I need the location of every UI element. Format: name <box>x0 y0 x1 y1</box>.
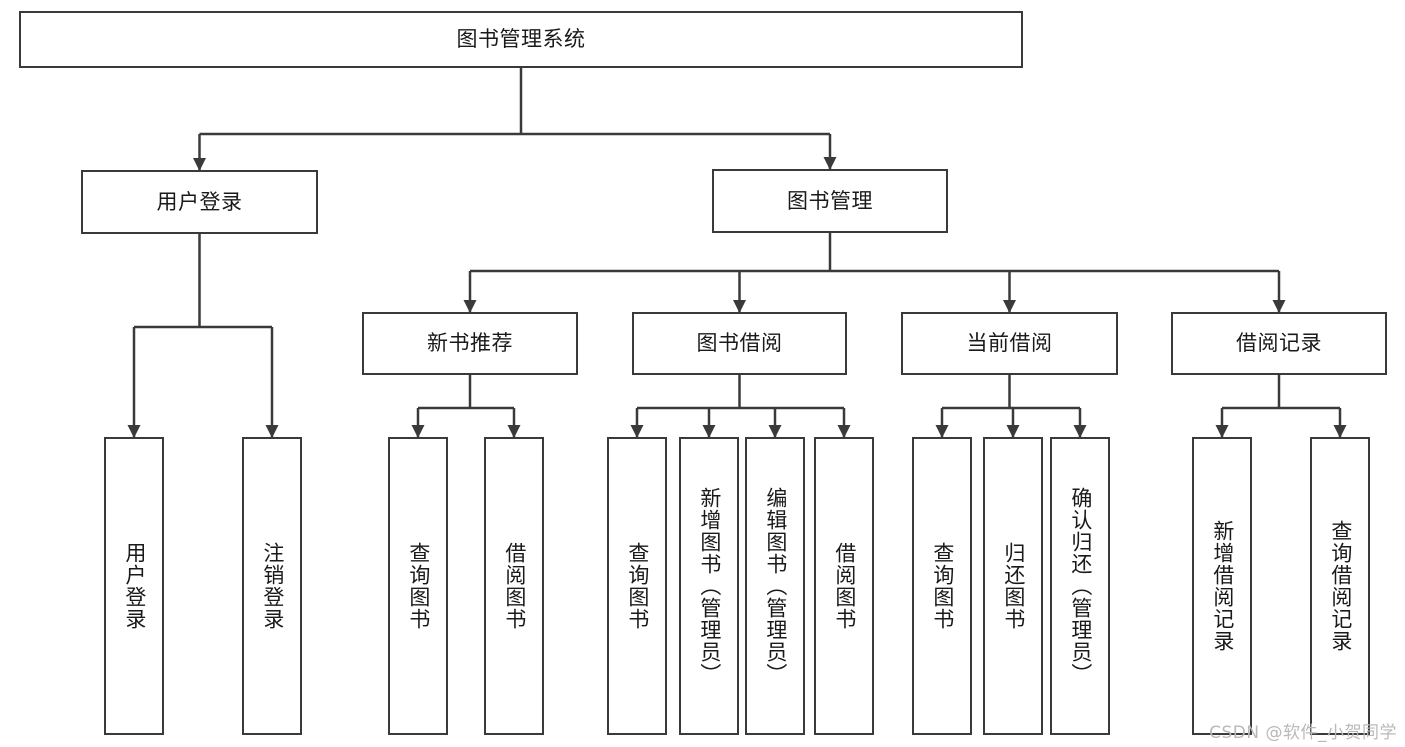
node-label: 新增借阅记录 <box>1210 520 1235 652</box>
node-label: 新书推荐 <box>427 331 513 355</box>
node-bookmgmt[interactable]: 图书管理 <box>712 169 948 233</box>
node-label: 借阅图书 <box>832 542 857 630</box>
node-label: 新增图书（管理员） <box>697 487 722 685</box>
node-label: 查询借阅记录 <box>1328 520 1353 652</box>
node-label: 用户登录 <box>156 189 243 214</box>
node-l-add[interactable]: 新增图书（管理员） <box>679 437 739 735</box>
node-label: 查询图书 <box>406 542 431 630</box>
node-l-q2[interactable]: 查询图书 <box>607 437 667 735</box>
node-l-login[interactable]: 用户登录 <box>104 437 164 735</box>
node-label: 注销登录 <box>260 542 285 630</box>
node-label: 归还图书 <box>1001 542 1026 630</box>
node-l-ret[interactable]: 归还图书 <box>983 437 1043 735</box>
node-label: 编辑图书（管理员） <box>763 487 788 685</box>
node-l-edit[interactable]: 编辑图书（管理员） <box>745 437 805 735</box>
node-label: 图书管理 <box>787 188 873 213</box>
node-l-addrec[interactable]: 新增借阅记录 <box>1192 437 1252 735</box>
node-label: 用户登录 <box>122 542 147 630</box>
node-label: 借阅记录 <box>1236 331 1322 355</box>
node-login[interactable]: 用户登录 <box>81 170 318 234</box>
node-l-b2[interactable]: 借阅图书 <box>814 437 874 735</box>
node-label: 查询图书 <box>625 542 650 630</box>
node-label: 当前借阅 <box>966 331 1053 355</box>
node-label: 图书借阅 <box>696 331 783 355</box>
node-records[interactable]: 借阅记录 <box>1171 312 1387 375</box>
node-l-conf[interactable]: 确认归还（管理员） <box>1050 437 1110 735</box>
node-current[interactable]: 当前借阅 <box>901 312 1118 375</box>
node-l-b1[interactable]: 借阅图书 <box>484 437 544 735</box>
node-label: 图书管理系统 <box>456 27 586 51</box>
node-l-qrec[interactable]: 查询借阅记录 <box>1310 437 1370 735</box>
node-label: 确认归还（管理员） <box>1068 487 1093 685</box>
node-label: 借阅图书 <box>502 542 527 630</box>
node-l-logout[interactable]: 注销登录 <box>242 437 302 735</box>
node-l-q1[interactable]: 查询图书 <box>388 437 448 735</box>
node-root[interactable]: 图书管理系统 <box>19 11 1023 68</box>
node-newbook[interactable]: 新书推荐 <box>362 312 578 375</box>
node-label: 查询图书 <box>930 542 955 630</box>
watermark-text: CSDN @软件_小贺同学 <box>1209 723 1397 743</box>
node-l-q3[interactable]: 查询图书 <box>912 437 972 735</box>
node-borrow[interactable]: 图书借阅 <box>632 312 847 375</box>
